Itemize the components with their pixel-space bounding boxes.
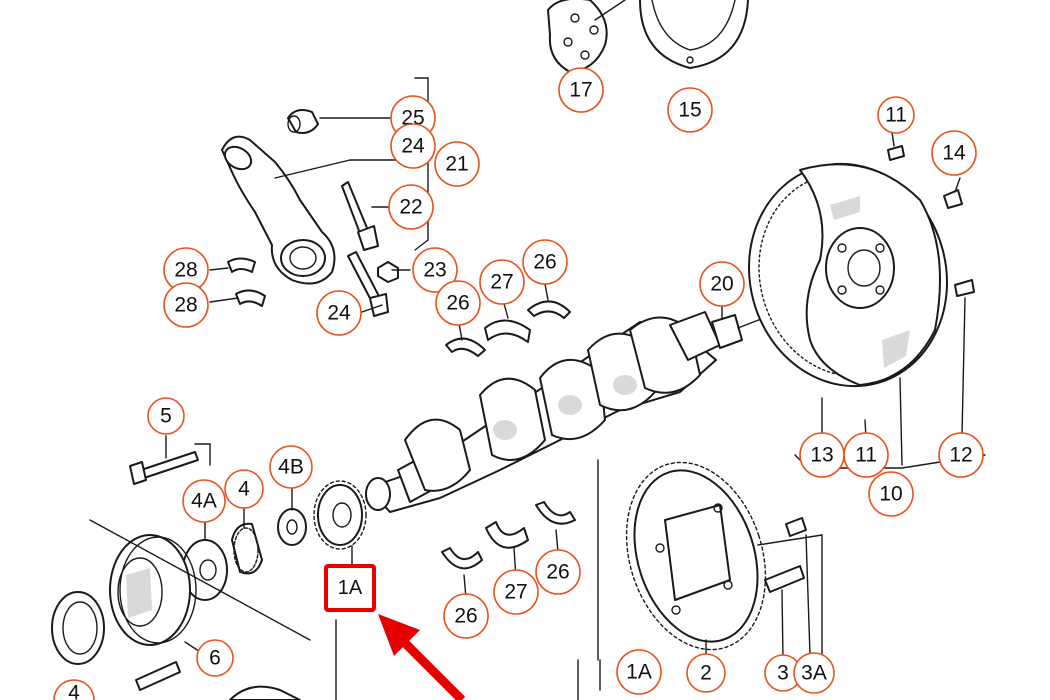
- svg-text:4: 4: [238, 478, 250, 501]
- svg-text:1A: 1A: [626, 661, 652, 684]
- svg-text:17: 17: [569, 79, 592, 102]
- front-end-components: [51, 435, 367, 700]
- svg-text:4B: 4B: [278, 456, 304, 479]
- svg-text:12: 12: [949, 444, 972, 467]
- callout-10[interactable]: 10: [868, 471, 914, 517]
- main-bearing-shells-lower: [441, 501, 576, 599]
- connecting-rod-assembly: [209, 77, 431, 317]
- svg-text:3A: 3A: [801, 662, 827, 685]
- svg-text:20: 20: [710, 273, 733, 296]
- svg-text:21: 21: [445, 153, 468, 176]
- svg-text:23: 23: [423, 259, 446, 282]
- svg-text:24: 24: [327, 302, 351, 325]
- callout-11-lower[interactable]: 11: [843, 432, 889, 478]
- callout-3A[interactable]: 3A: [793, 652, 835, 694]
- callout-24-lower[interactable]: 24: [316, 290, 362, 336]
- svg-text:26: 26: [454, 605, 477, 628]
- svg-text:3: 3: [777, 662, 789, 685]
- callout-1A-bottom[interactable]: 1A: [616, 649, 662, 695]
- highlighted-label-1A[interactable]: 1A: [324, 564, 376, 612]
- svg-text:26: 26: [446, 292, 469, 315]
- ring-gear: [577, 459, 823, 700]
- callout-17[interactable]: 17: [558, 67, 604, 113]
- callout-23[interactable]: 23: [412, 247, 458, 293]
- callout-21[interactable]: 21: [434, 141, 480, 187]
- callout-2[interactable]: 2: [686, 653, 726, 693]
- callout-6[interactable]: 6: [196, 639, 234, 677]
- callout-20[interactable]: 20: [699, 261, 745, 307]
- svg-text:14: 14: [942, 142, 966, 165]
- callout-24-upper[interactable]: 24: [390, 123, 436, 169]
- svg-text:22: 22: [399, 196, 422, 219]
- flywheel: [748, 131, 986, 469]
- red-arrow-icon: [378, 614, 466, 700]
- svg-text:4A: 4A: [191, 490, 217, 513]
- svg-text:6: 6: [209, 647, 221, 670]
- callout-12[interactable]: 12: [938, 432, 984, 478]
- callout-27-upper[interactable]: 27: [479, 259, 525, 305]
- callout-4[interactable]: 4: [224, 469, 264, 509]
- callout-26-lower-left[interactable]: 26: [443, 593, 489, 639]
- callout-4B[interactable]: 4B: [269, 445, 313, 489]
- svg-text:2: 2: [700, 662, 712, 685]
- crankshaft: [365, 289, 836, 513]
- svg-text:27: 27: [490, 271, 513, 294]
- callout-15[interactable]: 15: [667, 87, 713, 133]
- callout-4A[interactable]: 4A: [182, 479, 226, 523]
- svg-text:4: 4: [68, 682, 80, 700]
- svg-text:26: 26: [546, 561, 569, 584]
- callout-26-lower-right[interactable]: 26: [535, 549, 581, 595]
- svg-text:15: 15: [678, 99, 701, 122]
- callout-28-lower[interactable]: 28: [163, 282, 209, 328]
- callout-27-lower[interactable]: 27: [493, 569, 539, 615]
- svg-text:1A: 1A: [338, 577, 363, 599]
- svg-text:24: 24: [401, 135, 425, 158]
- svg-text:28: 28: [174, 294, 197, 317]
- svg-text:28: 28: [174, 259, 197, 282]
- callout-11-upper[interactable]: 11: [877, 96, 915, 134]
- svg-text:11: 11: [855, 444, 877, 467]
- svg-text:10: 10: [879, 483, 902, 506]
- callout-4-bottom-partial[interactable]: 4: [53, 679, 95, 700]
- svg-text:11: 11: [885, 104, 907, 127]
- svg-text:25: 25: [401, 107, 424, 130]
- main-bearing-shells-upper: [445, 283, 571, 357]
- callout-26-upper-right[interactable]: 26: [522, 239, 568, 285]
- svg-text:13: 13: [810, 444, 833, 467]
- callout-14[interactable]: 14: [931, 130, 977, 176]
- callout-22[interactable]: 22: [388, 184, 434, 230]
- callout-26-upper-left[interactable]: 26: [435, 280, 481, 326]
- callout-13[interactable]: 13: [799, 432, 845, 478]
- top-flywheel-part: [547, 0, 749, 73]
- svg-text:27: 27: [504, 581, 527, 604]
- callout-5[interactable]: 5: [147, 397, 185, 435]
- svg-text:5: 5: [160, 405, 172, 428]
- svg-text:26: 26: [533, 251, 556, 274]
